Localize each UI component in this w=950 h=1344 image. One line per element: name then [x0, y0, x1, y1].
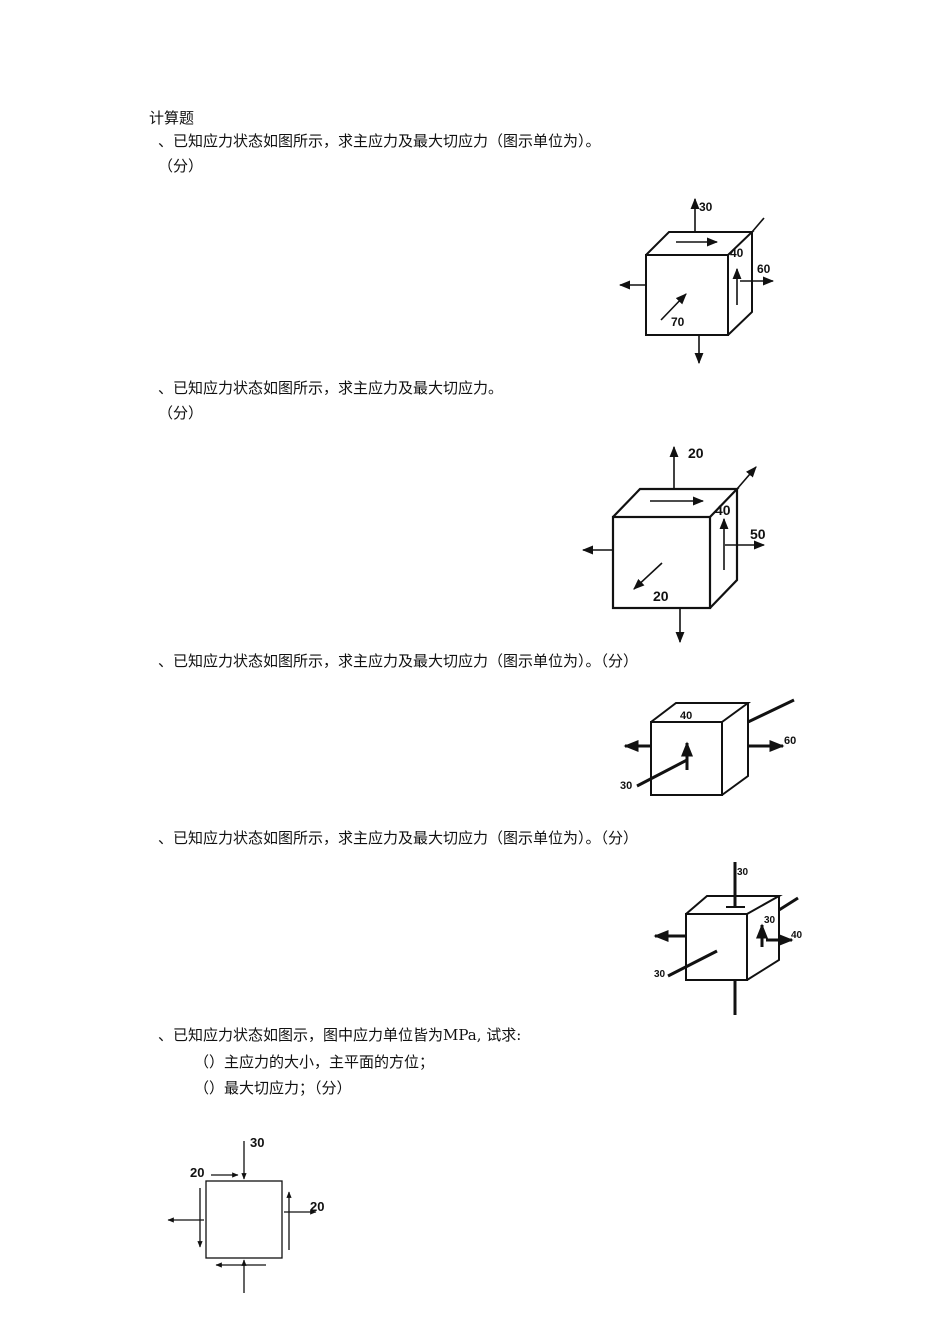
q1-label-top: 30 — [699, 200, 713, 214]
q5-label-top: 30 — [250, 1135, 264, 1150]
q4-cube-top — [685, 895, 783, 915]
q1-axis-back — [751, 217, 765, 233]
q3-label-top-shear: 40 — [680, 710, 692, 722]
q4-label-right: 40 — [791, 930, 803, 941]
q2-arrow-front — [633, 562, 663, 590]
q5-label-right-shear: 20 — [310, 1199, 324, 1214]
q2-label-top: 20 — [688, 445, 704, 461]
q2-label-side-shear: 40 — [715, 502, 731, 518]
q5-line1: 、已知应力状态如图示，图中应力单位皆为MPa, 试求: — [158, 1026, 522, 1044]
q2-label-front: 20 — [653, 588, 669, 604]
q1-line1: 、已知应力状态如图所示，求主应力及最大切应力（图示单位为）。 — [158, 132, 601, 150]
q3-cube-side — [721, 703, 749, 796]
q3-cube-front — [650, 721, 723, 796]
q2-arrow-back — [736, 466, 757, 490]
q4-label-side-shear: 30 — [764, 915, 776, 926]
q5-sub1: （）主应力的大小，主平面的方位； — [194, 1053, 435, 1071]
q1-label-front: 70 — [671, 315, 685, 329]
q4-line1: 、已知应力状态如图所示，求主应力及最大切应力（图示单位为）。（分） — [158, 829, 639, 847]
section-heading: 计算题 — [149, 109, 195, 127]
q4-cube-front — [685, 913, 748, 981]
q2-line2: （分） — [158, 404, 204, 422]
q2-cube-top — [612, 487, 740, 518]
q1-cube-front — [645, 254, 729, 336]
q4-arrow-back — [778, 896, 799, 912]
q2-label-right: 50 — [750, 526, 766, 542]
q2-cube-side — [709, 489, 739, 609]
q1-cube-top — [645, 231, 755, 256]
q1-arrow-front — [660, 293, 687, 321]
q5-sub2: （）最大切应力；（分） — [194, 1079, 352, 1097]
q3-cube-top — [650, 702, 752, 723]
q3-label-right: 60 — [784, 735, 796, 747]
q1-label-side-shear: 40 — [730, 246, 744, 260]
q3-line1: 、已知应力状态如图所示，求主应力及最大切应力（图示单位为）。（分） — [158, 652, 639, 670]
q2-line1: 、已知应力状态如图所示，求主应力及最大切应力。 — [158, 379, 504, 397]
q4-label-front: 30 — [654, 969, 666, 980]
q5-element-square — [205, 1180, 283, 1259]
q4-cube-side — [746, 896, 780, 981]
q3-arrow-front — [636, 758, 688, 788]
q4-label-top: 30 — [737, 867, 749, 878]
q1-line2: （分） — [158, 157, 204, 175]
q5-label-shear-left: 20 — [190, 1165, 204, 1180]
q4-arrow-front — [667, 949, 718, 978]
q1-label-right: 60 — [757, 262, 771, 276]
q1-cube-side — [727, 232, 753, 336]
q3-label-front: 30 — [620, 780, 632, 792]
q3-arrow-back — [747, 698, 795, 724]
q2-cube-front — [611, 515, 712, 610]
